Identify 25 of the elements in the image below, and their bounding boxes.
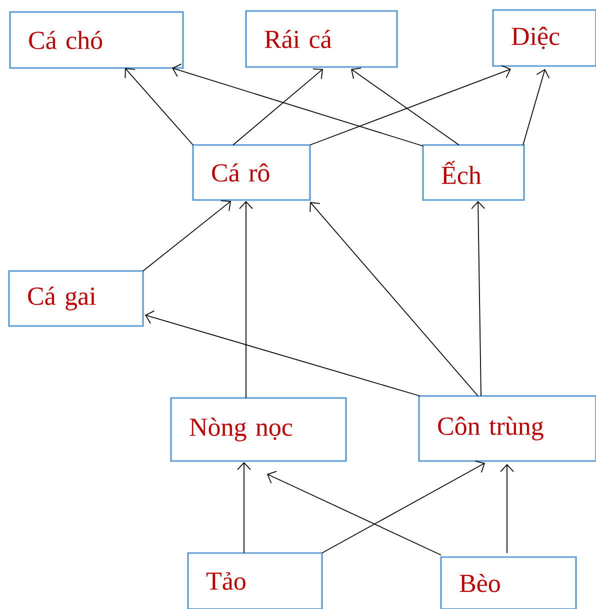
arrow bbox=[267, 470, 442, 556]
arrow bbox=[522, 69, 550, 146]
arrow bbox=[237, 462, 251, 554]
species-box: Rái cá bbox=[245, 10, 398, 68]
species-box: Ếch bbox=[422, 144, 525, 201]
species-box: Diệc bbox=[492, 9, 596, 67]
arrow bbox=[471, 201, 486, 396]
species-box: Bèo bbox=[440, 556, 577, 609]
arrow bbox=[172, 64, 424, 146]
arrow bbox=[124, 68, 194, 146]
arrow bbox=[500, 464, 514, 554]
arrow bbox=[145, 310, 420, 396]
arrow bbox=[142, 200, 231, 272]
arrow bbox=[322, 460, 485, 554]
arrow bbox=[310, 202, 478, 396]
species-box: Cá gai bbox=[8, 270, 144, 327]
species-box: Nòng nọc bbox=[170, 397, 347, 462]
species-box: Cá chó bbox=[9, 11, 184, 69]
species-box: Côn trùng bbox=[418, 395, 596, 462]
species-box: Cá rô bbox=[192, 144, 311, 201]
arrow bbox=[310, 65, 511, 146]
species-box: Tảo bbox=[187, 552, 323, 609]
arrow bbox=[351, 68, 460, 146]
arrow bbox=[239, 201, 253, 398]
arrow bbox=[232, 68, 323, 146]
